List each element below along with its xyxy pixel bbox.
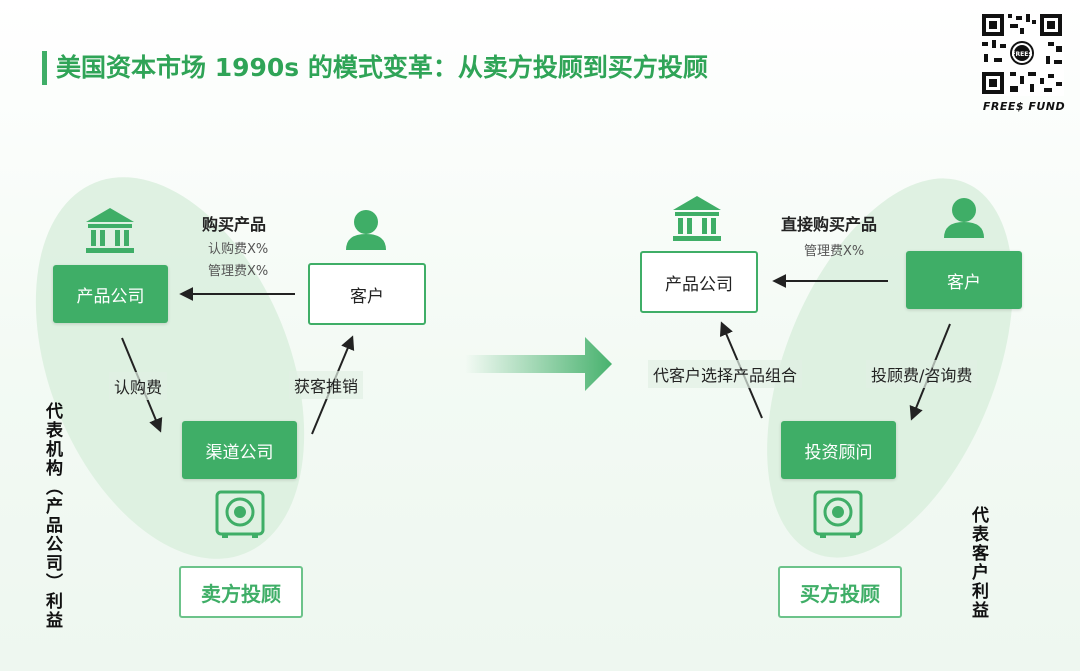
left-acquire-label: 获客推销 [289, 371, 364, 399]
node-label: 产品公司 [665, 274, 733, 295]
node-label: 投资顾问 [804, 442, 873, 463]
left-subscription-fee-label: 认购费 [109, 372, 168, 400]
right-advisor-fee-label: 投顾费/咨询费 [866, 360, 978, 388]
right-customer-node: 客户 [906, 251, 1022, 309]
safe-icon-right [813, 490, 863, 538]
brand-name: FREE$ FUND [982, 100, 1066, 113]
transition-arrow [465, 337, 612, 391]
qr-code-icon [980, 12, 1064, 96]
right-product-company-node: 产品公司 [640, 251, 758, 313]
node-label: 产品公司 [76, 286, 145, 307]
page-title: 美国资本市场 1990s 的模式变革：从卖方投顾到买方投顾 [56, 53, 708, 82]
node-label: 客户 [947, 272, 981, 293]
left-side-interest-label: 代表机构（产品公司）利益 [42, 402, 62, 630]
left-purchase-fee2: 管理费X% [208, 264, 269, 279]
qr-brand-mark: FREE$ [1011, 51, 1032, 58]
left-product-company-node: 产品公司 [53, 265, 168, 323]
right-purchase-label: 直接购买产品 [781, 215, 878, 234]
right-purchase-fee: 管理费X% [804, 244, 865, 259]
person-icon [346, 210, 386, 250]
safe-icon [215, 490, 265, 538]
right-advisor-node: 投资顾问 [781, 421, 896, 479]
left-customer-node: 客户 [308, 263, 426, 325]
right-select-portfolio-label: 代客户选择产品组合 [648, 360, 803, 388]
left-purchase-fee1: 认购费X% [208, 242, 269, 257]
bank-icon [86, 208, 134, 253]
label-text: 买方投顾 [800, 581, 880, 606]
bank-icon-right [673, 196, 721, 241]
left-channel-company-node: 渠道公司 [182, 421, 297, 479]
node-label: 渠道公司 [205, 442, 274, 463]
node-label: 客户 [350, 286, 384, 307]
left-sell-side-advisor-label: 卖方投顾 [179, 566, 303, 618]
label-text: 卖方投顾 [201, 581, 281, 606]
right-buy-side-advisor-label: 买方投顾 [778, 566, 902, 618]
person-icon-right [944, 198, 984, 238]
left-purchase-label: 购买产品 [202, 215, 267, 234]
title-accent-bar [42, 51, 47, 85]
right-side-interest-label: 代表客户利益 [968, 506, 988, 620]
